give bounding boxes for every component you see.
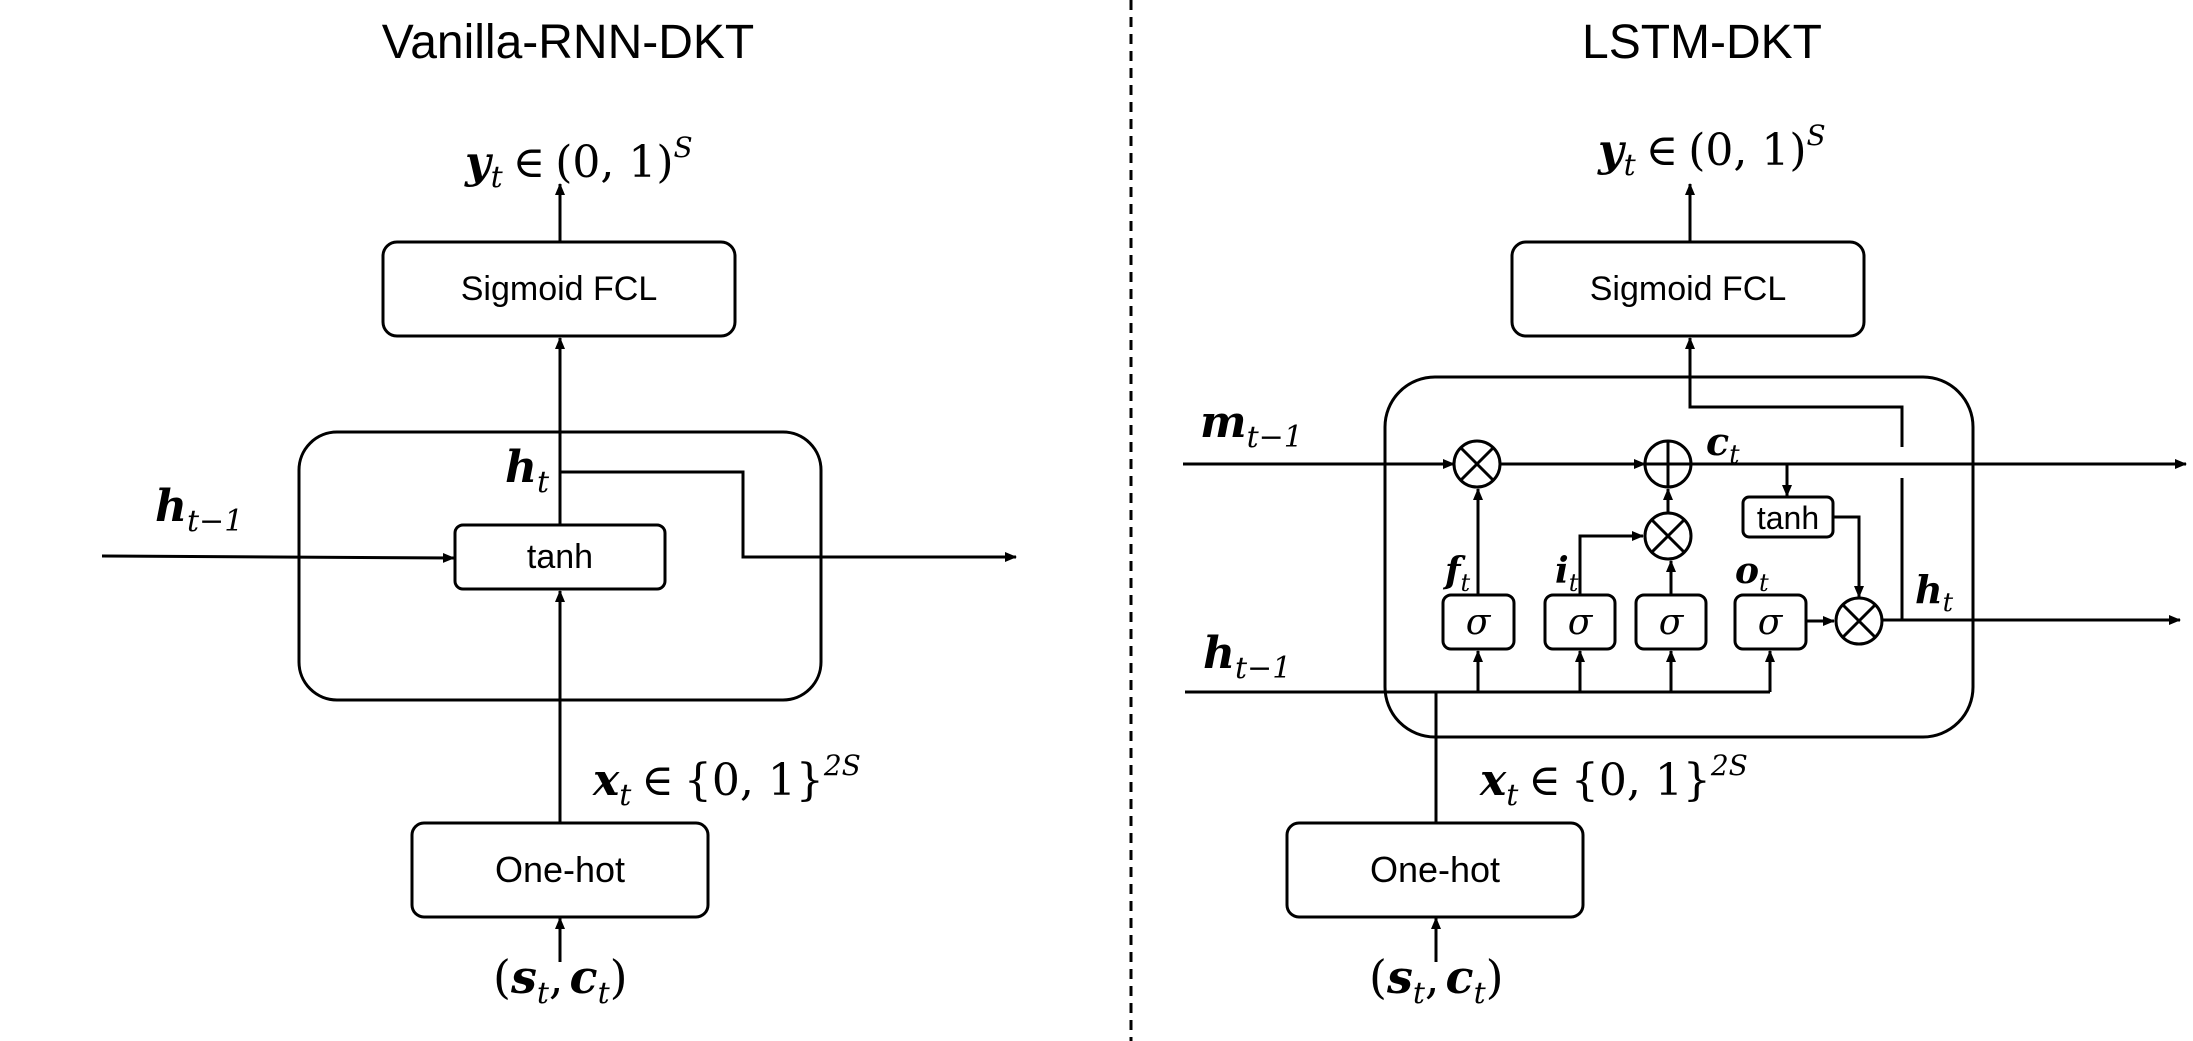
right-mprev-sub: t−1 — [1247, 420, 1303, 455]
right-mprev-symbol: m — [1200, 397, 1247, 448]
left-y-sup: S — [674, 131, 693, 164]
right-ht-up-arrow — [1685, 337, 1904, 447]
output-gate-label: ot — [1735, 550, 1769, 597]
forget-gate-sigma: σ — [1466, 602, 1492, 643]
left-output-label: yt ∈(0, 1)S — [464, 131, 693, 195]
left-ht-sub: t — [537, 465, 550, 500]
left-raw-input-label: (st,ct) — [493, 950, 628, 1011]
right-raw-input-label: (st,ct) — [1369, 950, 1504, 1011]
right-s-symbol: s — [1386, 950, 1413, 1004]
i-sub: t — [1569, 569, 1579, 597]
right-panel: yt∈(0, 1)S Sigmoid FCL mt−1 ct — [1183, 119, 2187, 1011]
output-multiply-node — [1834, 596, 1884, 646]
right-x-sup: 2S — [1710, 749, 1748, 782]
right-hprev-label: ht−1 — [1203, 628, 1291, 686]
forget-gate: σ — [1441, 593, 1516, 651]
left-sigmoid-fcl-label: Sigmoid FCL — [461, 270, 658, 308]
left-one-hot-label: One-hot — [495, 849, 625, 890]
o-sub: t — [1759, 569, 1769, 597]
left-s-symbol: s — [510, 950, 537, 1004]
f-sub: t — [1461, 569, 1471, 597]
output-gate: σ — [1733, 593, 1808, 651]
right-ct-symbol: c — [1706, 419, 1729, 464]
right-ht-symbol: h — [1915, 567, 1943, 612]
right-sigmoid-fcl-box — [1510, 240, 1866, 338]
input-gate: σ — [1543, 593, 1617, 651]
left-y-sub: t — [491, 160, 504, 195]
right-x-symbol: x — [1479, 755, 1507, 806]
right-paren-open: ( — [1369, 950, 1387, 1004]
right-ct-label: ct — [1706, 419, 1740, 470]
left-paren-open: ( — [493, 950, 511, 1004]
right-lstm-cell — [1383, 375, 1975, 739]
left-sigmoid-fcl-box — [381, 240, 737, 338]
left-ht-label: ht — [505, 442, 550, 500]
left-hprev-label: ht−1 — [155, 481, 243, 539]
right-y-set: (0, 1) — [1688, 125, 1806, 176]
input-gate-arrow — [1578, 531, 1644, 595]
left-input-label: xt ∈{0, 1}2S — [592, 749, 861, 813]
left-c-symbol: c — [570, 950, 598, 1004]
left-s-sub: t — [537, 976, 550, 1011]
output-gate-sigma: σ — [1758, 602, 1784, 643]
right-x-in: ∈ — [1528, 755, 1561, 806]
left-hprev-arrow — [101, 552, 455, 563]
left-c-sub: t — [598, 976, 611, 1011]
title-left: Vanilla-RNN-DKT — [382, 16, 755, 69]
right-s-sub: t — [1413, 976, 1426, 1011]
left-x-in: ∈ — [641, 755, 674, 806]
right-hprev-symbol: h — [1203, 628, 1235, 679]
right-x-set: {0, 1} — [1571, 755, 1711, 806]
left-panel: yt∈(0, 1)S Sigmoid FCL ht ht−1 tanh xt∈{… — [101, 131, 1017, 1011]
title-right: LSTM-DKT — [1582, 16, 1822, 69]
left-x-set: {0, 1} — [684, 755, 824, 806]
forget-multiply-node — [1452, 439, 1502, 489]
left-y-symbol: y — [464, 137, 494, 188]
i-symbol: i — [1555, 550, 1569, 592]
input-gate-sigma: σ — [1568, 602, 1594, 643]
left-tanh-label: tanh — [527, 538, 593, 576]
left-ht-symbol: h — [505, 442, 537, 493]
right-c-sub: t — [1474, 976, 1487, 1011]
left-hprev-sub: t−1 — [187, 504, 243, 539]
right-output-label: yt ∈(0, 1)S — [1597, 119, 1826, 183]
left-comma: , — [549, 950, 564, 1004]
candidate-gate: σ — [1634, 593, 1708, 651]
right-comma: , — [1425, 950, 1440, 1004]
right-c-symbol: c — [1446, 950, 1474, 1004]
right-x-sub: t — [1506, 778, 1519, 813]
right-hprev-sub: t−1 — [1235, 651, 1291, 686]
forget-gate-label: ft — [1442, 550, 1471, 597]
left-x-symbol: x — [592, 755, 620, 806]
right-ht-label: ht — [1915, 567, 1954, 618]
left-paren-close: ) — [610, 950, 628, 1004]
left-tanh-box — [453, 523, 667, 591]
left-ht-output-arrow — [560, 470, 1017, 562]
o-symbol: o — [1735, 550, 1759, 592]
right-mprev-label: mt−1 — [1200, 397, 1303, 455]
left-hprev-symbol: h — [155, 481, 187, 532]
right-y-sup: S — [1807, 119, 1826, 152]
right-ct-sub: t — [1729, 440, 1740, 470]
right-y-symbol: y — [1597, 125, 1627, 176]
left-in-symbol: ∈ — [513, 137, 546, 188]
candidate-gate-sigma: σ — [1659, 602, 1685, 643]
left-y-set: (0, 1) — [555, 137, 673, 188]
right-tanh-to-output-arrow — [1833, 515, 1864, 598]
right-ht-sub: t — [1943, 588, 1954, 618]
right-one-hot-label: One-hot — [1370, 849, 1500, 890]
right-sigmoid-fcl-label: Sigmoid FCL — [1590, 270, 1787, 308]
right-y-sub: t — [1624, 148, 1637, 183]
left-x-sup: 2S — [823, 749, 861, 782]
sum-node — [1643, 439, 1693, 489]
right-tanh-label: tanh — [1757, 500, 1819, 536]
right-input-label: xt ∈{0, 1}2S — [1479, 749, 1748, 813]
input-gate-label: it — [1555, 550, 1579, 597]
left-x-sub: t — [619, 778, 632, 813]
right-paren-close: ) — [1486, 950, 1504, 1004]
input-multiply-node — [1643, 511, 1693, 561]
right-in-symbol: ∈ — [1646, 125, 1679, 176]
